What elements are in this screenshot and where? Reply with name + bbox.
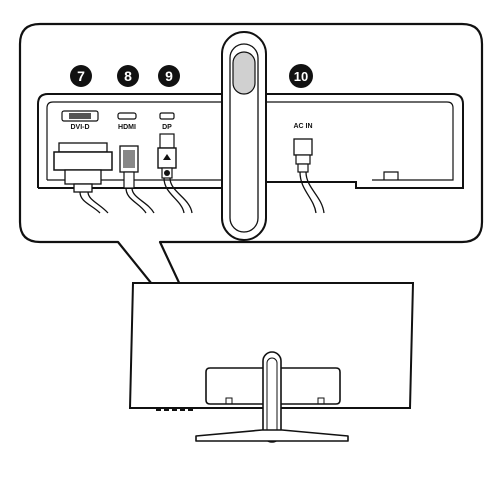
callout-number-7: 7	[77, 68, 85, 84]
stand-base	[195, 429, 349, 442]
hdmi-connector	[119, 145, 155, 214]
callout-badge-9: 9	[158, 65, 180, 87]
dp-port: DP	[159, 112, 175, 131]
stand-neck-closeup	[221, 31, 267, 241]
ac-in-connector	[293, 138, 325, 214]
callout-number-9: 9	[165, 68, 173, 84]
callout-number-10: 10	[294, 69, 308, 84]
dvi-d-connector	[53, 142, 113, 214]
control-buttons	[156, 408, 193, 411]
callout-badge-8: 8	[117, 65, 139, 87]
callout-badge-7: 7	[70, 65, 92, 87]
ac-in-port: AC IN	[293, 123, 312, 130]
dp-label: DP	[162, 124, 172, 131]
dvi-d-label: DVI-D	[70, 124, 89, 131]
ac-in-label: AC IN	[293, 123, 312, 130]
hdmi-port: HDMI	[117, 112, 137, 131]
dvi-d-port: DVI-D	[61, 110, 99, 131]
dp-connector	[157, 133, 193, 214]
monitor-rear-view	[128, 282, 415, 443]
hdmi-label: HDMI	[118, 124, 136, 131]
up-arrow-icon	[163, 154, 171, 160]
callout-number-8: 8	[124, 68, 132, 84]
callout-badge-10: 10	[289, 64, 313, 88]
